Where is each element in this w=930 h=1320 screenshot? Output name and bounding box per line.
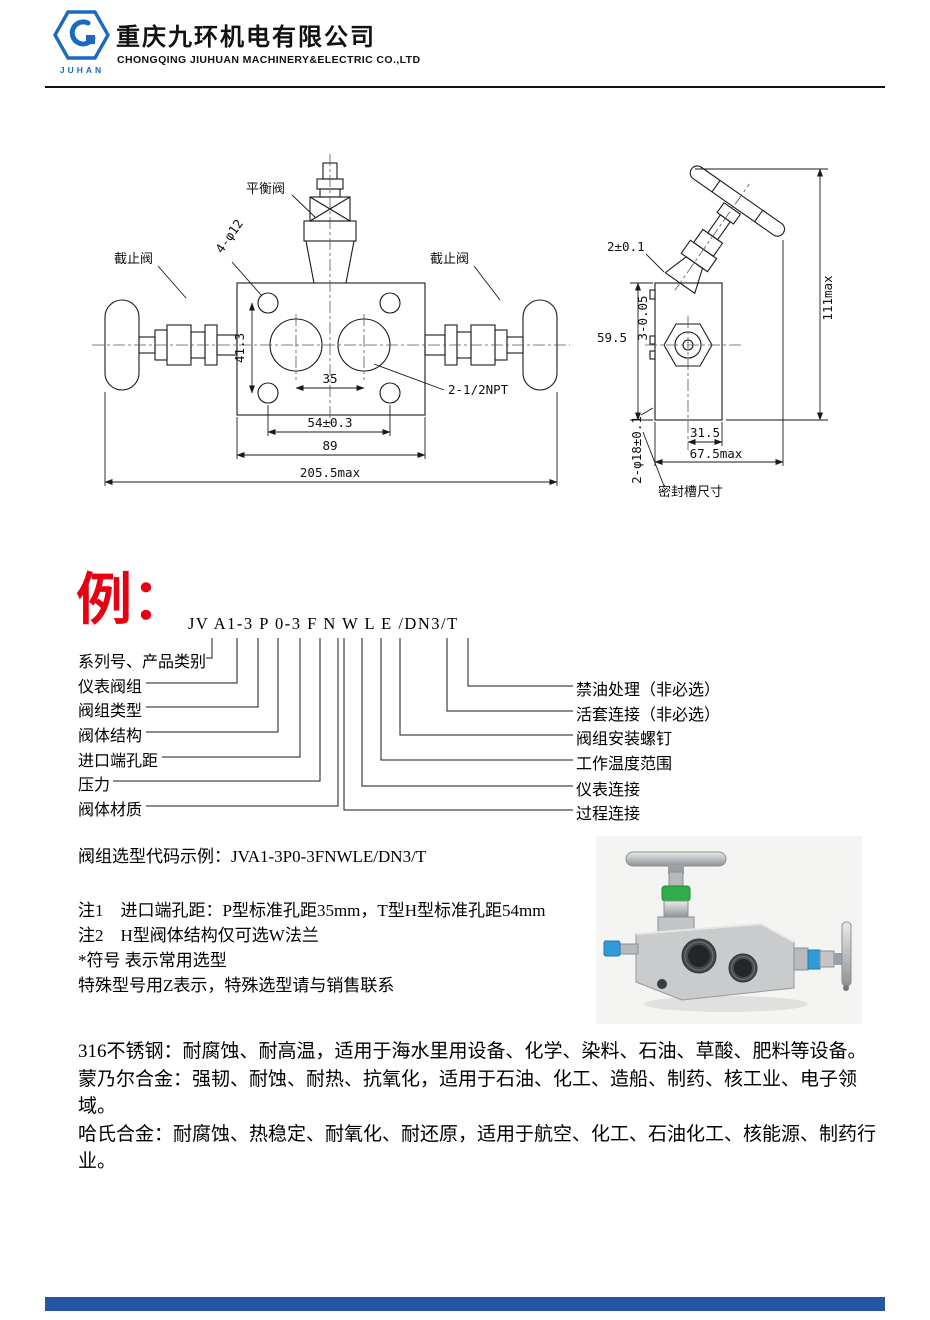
stop-valve-left-label: 截止阀: [114, 251, 153, 266]
example-prefix: 例：: [76, 567, 188, 633]
seal-groove-label: 密封槽尺寸: [658, 484, 723, 499]
dim-205-5: 205.5max: [300, 465, 361, 480]
code-label-oil-free: 禁油处理（非必选）: [576, 682, 721, 699]
header-divider: [45, 86, 885, 88]
material-316ss: 316不锈钢：耐腐蚀、耐高温，适用于海水里用设备、化学、染料、石油、草酸、肥料等…: [78, 1041, 867, 1062]
balance-valve-label: 平衡阀: [246, 181, 285, 196]
logo-text: JUHAN: [60, 65, 104, 75]
code-label-process-conn: 过程连接: [576, 806, 641, 823]
code-label-series: 系列号、产品类别: [78, 654, 207, 671]
note-2: 注2 H型阀体结构仅可选W法兰: [78, 926, 319, 945]
code-label-swivel: 活套连接（非必选）: [576, 707, 721, 724]
company-name-cn: 重庆九环机电有限公司: [116, 24, 376, 51]
code-label-mounting-screw: 阀组安装螺钉: [576, 731, 673, 748]
dim-41-3: 41.3: [232, 333, 247, 363]
product-photo: [596, 836, 862, 1024]
dim-59-5: 59.5: [597, 330, 627, 345]
code-label-manifold-type: 阀组类型: [78, 703, 143, 720]
material-hastelloy: 哈氏合金：耐腐蚀、热稳定、耐氧化、耐还原，适用于航空、化工、石油化工、核能源、制…: [78, 1123, 877, 1173]
dim-54: 54±0.3: [307, 415, 352, 430]
code-example-line: 阀组选型代码示例：JVA1-3P0-3FNWLE/DN3/T: [78, 847, 427, 866]
side-view-centerlines: [645, 183, 750, 450]
note-3: *符号 表示常用选型: [78, 951, 227, 970]
dim-89: 89: [322, 438, 337, 453]
material-monel: 蒙乃尔合金：强韧、耐蚀、耐热、抗氧化，适用于石油、化工、造船、制药、核工业、电子…: [78, 1068, 858, 1118]
example-code: JV A1-3 P 0-3 F N W L E /DN3/T: [188, 614, 459, 633]
dim-31-5: 31.5: [690, 425, 720, 440]
materials-section: 316不锈钢：耐腐蚀、耐高温，适用于海水里用设备、化学、染料、石油、草酸、肥料等…: [78, 1038, 886, 1176]
dim-67-5max: 67.5max: [690, 446, 743, 461]
header: JUHAN 重庆九环机电有限公司 CHONGQING JIUHUAN MACHI…: [0, 0, 930, 92]
footer-bar: [45, 1297, 885, 1311]
code-label-manifold: 仪表阀组: [78, 679, 143, 696]
dim-seal-holes: 2-φ18±0.1: [629, 416, 644, 484]
front-view-centerlines: [92, 154, 570, 428]
company-logo: JUHAN: [53, 10, 110, 75]
code-label-body-structure: 阀体结构: [78, 728, 143, 745]
holes-count-label: 4-φ12: [212, 216, 246, 255]
code-label-pressure: 压力: [78, 777, 111, 794]
company-name-en: CHONGQING JIUHUAN MACHINERY&ELECTRIC CO.…: [117, 54, 421, 66]
npt-label: 2-1/2NPT: [448, 382, 509, 397]
logo-mark-tail: [86, 35, 95, 44]
front-view-dimensions: [104, 194, 558, 486]
code-label-instrument-conn: 仪表连接: [576, 782, 641, 799]
note-4: 特殊型号用Z表示，特殊选型请与销售联系: [78, 976, 395, 995]
dim-35: 35: [322, 371, 337, 386]
dim-2-0-1: 2±0.1: [607, 239, 645, 254]
code-label-body-material: 阀体材质: [78, 802, 143, 819]
dim-111max: 111max: [820, 275, 835, 321]
side-view-geometry: [649, 165, 786, 421]
dim-3-0-05: 3-0.05: [635, 295, 650, 340]
note-1: 注1 进口端孔距：P型标准孔距35mm，T型H型标准孔距54mm: [78, 901, 546, 920]
code-label-inlet-spacing: 进口端孔距: [78, 753, 159, 770]
code-breakdown-section: 例： JV A1-3 P 0-3 F N W L E /DN3/T 系列号、产品…: [0, 560, 930, 850]
technical-drawing: 平衡阀 截止阀 截止阀 4-φ12 2-1/2NPT 41.3 35 54±0.…: [92, 154, 835, 499]
code-label-temp-range: 工作温度范围: [576, 756, 673, 773]
code-breakdown-lines: [113, 638, 573, 811]
side-view-dimensions: [630, 168, 828, 487]
stop-valve-right-label: 截止阀: [430, 251, 469, 266]
logo-hexagon-icon: [53, 10, 110, 60]
product-photo-image: [596, 836, 862, 1024]
